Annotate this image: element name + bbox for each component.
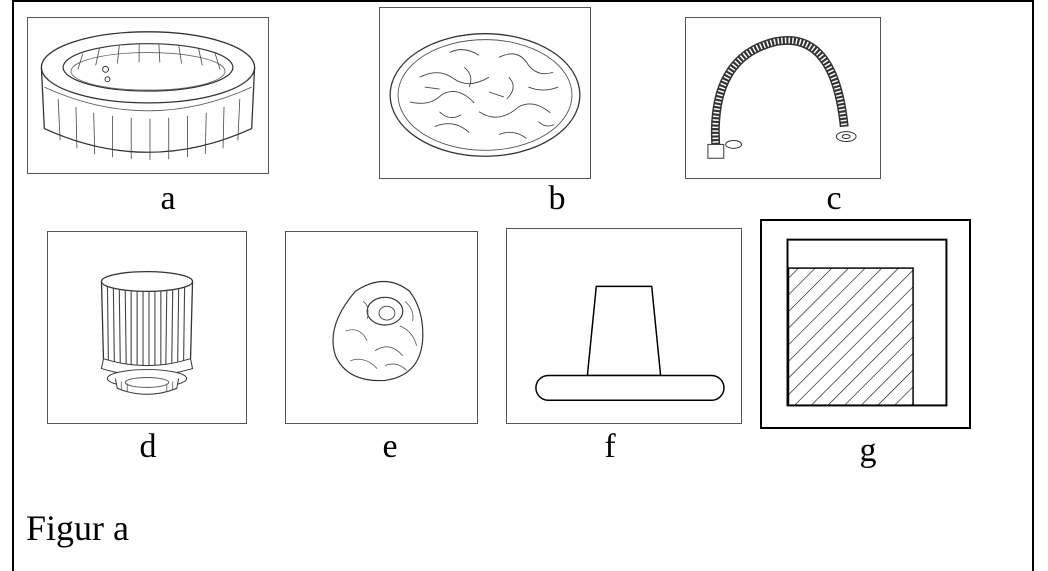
panel-a [27,17,269,174]
panel-label-g: g [859,432,877,469]
panel-d [47,231,247,424]
repair-patch-icon [332,280,424,382]
panel-label-c: c [826,180,842,217]
spa-tub-icon [40,31,256,161]
inflation-adapter-icon [535,285,725,401]
filter-cartridge-icon [100,270,194,395]
panel-label-b: b [548,180,566,217]
panel-f [506,228,742,424]
figure-caption: Figur a [26,508,129,548]
panel-c [685,17,881,179]
panel-label-a: a [160,180,176,217]
panel-label-e: e [382,428,398,465]
figure-frame [12,0,1034,571]
panel-label-d: d [139,428,157,465]
floor-tile-icon [786,238,948,407]
ground-cloth-icon [389,33,581,157]
panel-e [285,231,478,424]
panel-b [379,7,591,179]
panel-label-f: f [604,428,616,465]
panel-g [760,219,971,429]
hose-icon [707,36,857,159]
